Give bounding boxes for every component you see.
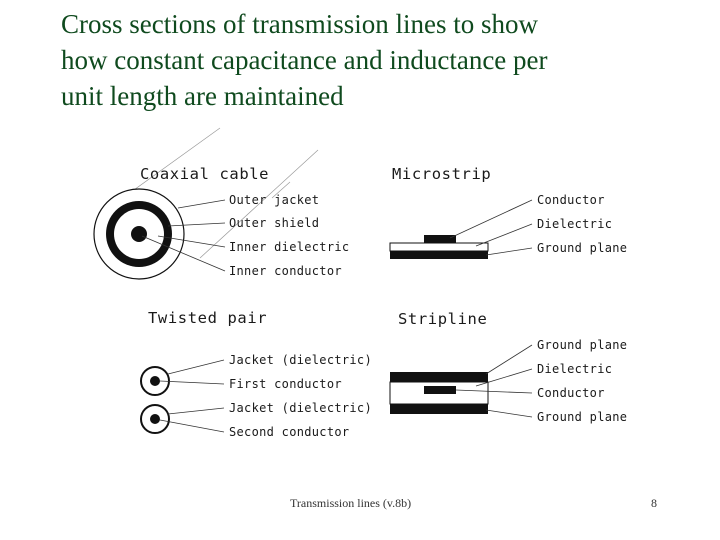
leader-line [159, 419, 225, 433]
twisted-pair-label-jacket-2: Jacket (dielectric) [229, 401, 372, 415]
stripline-label-dielectric: Dielectric [537, 362, 612, 376]
twisted-pair-label-second-conductor: Second conductor [229, 425, 349, 439]
microstrip-section: Microstrip Conductor Dielectric Ground p… [389, 165, 627, 259]
twisted-pair-second-conductor [150, 414, 160, 424]
microstrip-heading: Microstrip [392, 165, 491, 183]
coax-guide-line [199, 149, 319, 259]
coaxial-heading: Coaxial cable [140, 165, 269, 183]
stripline-section: Stripline Ground plane Dielectric Conduc… [389, 310, 627, 424]
leader-line [485, 344, 533, 375]
twisted-pair-label-first-conductor: First conductor [229, 377, 342, 391]
coax-inner-conductor [131, 226, 147, 242]
microstrip-conductor [424, 235, 456, 243]
stripline-heading: Stripline [398, 310, 487, 328]
page-number: 8 [651, 496, 657, 510]
slide-title: Cross sections of transmission lines to … [61, 6, 701, 114]
stripline-bottom-ground-plane [390, 404, 488, 414]
stripline-label-top-ground-plane: Ground plane [537, 338, 627, 352]
leader-line [167, 359, 225, 375]
stripline-conductor [424, 386, 456, 394]
coax-label-inner-conductor: Inner conductor [229, 264, 342, 278]
leader-line [157, 235, 226, 248]
leader-line [475, 368, 533, 387]
leader-line [485, 409, 533, 418]
microstrip-ground-plane [390, 251, 488, 259]
leader-line [475, 223, 533, 247]
leader-line [177, 199, 226, 209]
microstrip-dielectric [389, 242, 489, 252]
twisted-pair-label-jacket-1: Jacket (dielectric) [229, 353, 372, 367]
title-line-3: unit length are maintained [61, 81, 344, 111]
coax-label-outer-shield: Outer shield [229, 216, 319, 230]
stripline-top-ground-plane [390, 372, 488, 382]
title-line-2: how constant capacitance and inductance … [61, 45, 548, 75]
leader-line [141, 235, 226, 272]
twisted-pair-section: Twisted pair Jacket (dielectric) First c… [140, 309, 372, 439]
microstrip-label-ground-plane: Ground plane [537, 241, 627, 255]
microstrip-label-conductor: Conductor [537, 193, 605, 207]
coax-guide-line [119, 127, 221, 201]
leader-line [485, 247, 533, 256]
stripline-label-bottom-ground-plane: Ground plane [537, 410, 627, 424]
twisted-pair-heading: Twisted pair [148, 309, 267, 327]
twisted-pair-first-conductor [150, 376, 160, 386]
microstrip-label-dielectric: Dielectric [537, 217, 612, 231]
coax-label-outer-jacket: Outer jacket [229, 193, 319, 207]
title-line-1: Cross sections of transmission lines to … [61, 9, 538, 39]
leader-line [167, 407, 225, 415]
coaxial-section: Coaxial cable Outer jacket Outer shield … [93, 127, 349, 280]
footer-text: Transmission lines (v.8b) [290, 496, 412, 510]
coax-label-inner-dielectric: Inner dielectric [229, 240, 349, 254]
leader-line [455, 389, 533, 394]
leader-line [167, 222, 226, 227]
leader-line [449, 199, 533, 239]
stripline-label-conductor: Conductor [537, 386, 605, 400]
coax-guide-line [271, 181, 291, 199]
leader-line [159, 380, 225, 385]
